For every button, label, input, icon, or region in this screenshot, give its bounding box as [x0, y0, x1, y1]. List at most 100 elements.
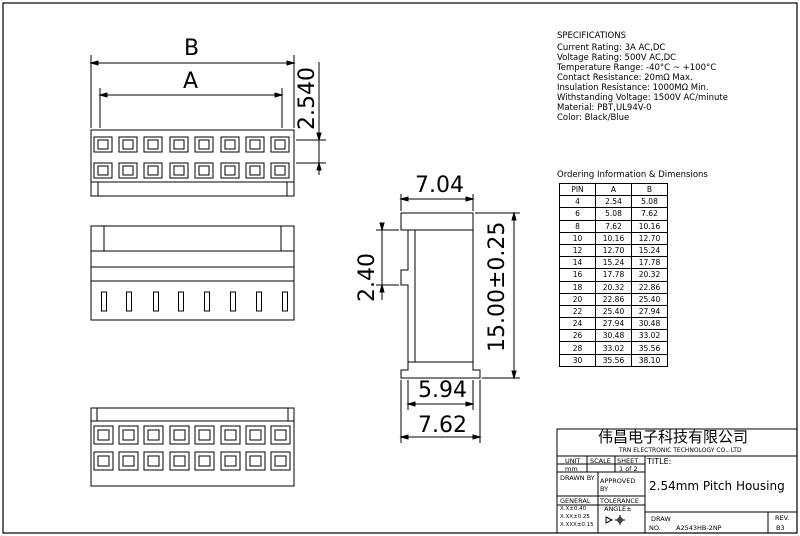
pin-cavity — [245, 425, 266, 445]
pin-contact — [224, 165, 236, 176]
pin-contact — [97, 139, 109, 150]
pin-contact — [122, 139, 134, 150]
drawing-title: 2.54mm Pitch Housing — [649, 479, 785, 493]
tolerance-3: X.XXX±0.15 — [560, 522, 594, 528]
ordering-cell: 5.08 — [595, 207, 632, 221]
ordering-cell: 10.16 — [595, 231, 632, 245]
pin-contact — [198, 165, 210, 176]
ordering-cell: 12.70 — [595, 243, 632, 258]
pin-cavity — [194, 136, 214, 153]
ordering-cell: 20 — [559, 292, 596, 306]
ordering-cell: 27.94 — [631, 304, 668, 319]
rev-value: B3 — [776, 524, 785, 532]
pin-contact — [147, 165, 159, 176]
bottom-view — [90, 407, 295, 487]
pin-contact — [198, 429, 211, 441]
contact-slot — [204, 291, 210, 312]
pin-contact — [224, 455, 237, 467]
pin-contact — [249, 139, 261, 150]
ordering-cell: 30.48 — [595, 329, 632, 343]
ordering-cell: 2.54 — [595, 195, 632, 209]
ordering-cell: 30 — [559, 353, 596, 367]
pin-contact — [173, 455, 186, 467]
pin-contact — [97, 165, 109, 176]
front-view — [90, 225, 295, 321]
tolerance-2: X.XX±0.25 — [560, 514, 590, 520]
dimension-outer-width — [399, 380, 482, 443]
pin-contact — [122, 455, 135, 467]
dim-pitch-label: 2.540 — [295, 67, 320, 130]
spec-line: Withstanding Voltage: 1500V AC/minute — [557, 93, 728, 103]
ordering-cell: 38.10 — [631, 353, 668, 367]
ordering-cell: 7.62 — [595, 219, 632, 233]
pin-cavity — [194, 451, 215, 471]
pin-cavity — [220, 451, 241, 471]
pin-contact — [274, 139, 286, 150]
spec-line: Current Rating: 3A AC,DC — [557, 43, 666, 53]
pin-cavity — [270, 451, 291, 471]
pin-cavity — [118, 162, 138, 179]
pin-contact — [224, 429, 237, 441]
dim-outer-width-label: 7.62 — [418, 413, 467, 438]
pin-cavity — [194, 425, 215, 445]
dim-step-label: 2.40 — [355, 253, 380, 302]
ordering-heading: Ordering Information & Dimensions — [557, 170, 708, 180]
pin-cavity — [169, 162, 189, 179]
contact-slot — [178, 291, 184, 312]
pin-contact — [97, 429, 110, 441]
pin-cavity — [220, 425, 241, 445]
pin-cavity — [169, 451, 190, 471]
ordering-cell: 20.32 — [595, 280, 632, 294]
tolerance-1: X.X±0.40 — [560, 506, 587, 512]
pin-cavity — [93, 425, 114, 445]
pin-cavity — [143, 136, 163, 153]
pin-cavity — [118, 136, 138, 153]
pin-contact — [274, 429, 287, 441]
dimension-step — [376, 222, 399, 300]
pin-contact — [97, 455, 110, 467]
ordering-cell: 12.70 — [631, 231, 668, 245]
ordering-cell: 26 — [559, 329, 596, 343]
ordering-cell: 16 — [559, 268, 596, 282]
title-block-grid — [556, 428, 798, 534]
ordering-cell: 20.32 — [631, 268, 668, 282]
angle-label: ANGLE± — [604, 505, 632, 513]
pin-contact — [173, 429, 186, 441]
ordering-header-cell: PIN — [559, 182, 596, 197]
ordering-cell: 22.86 — [631, 280, 668, 294]
scale-label: SCALE — [590, 457, 611, 465]
dimension-pitch — [296, 62, 326, 175]
pin-contact — [224, 139, 236, 150]
pin-cavity — [270, 162, 290, 179]
pin-contact — [198, 139, 210, 150]
contact-slot — [126, 291, 132, 312]
ordering-cell: 35.56 — [595, 353, 632, 367]
pin-cavity — [245, 136, 265, 153]
pin-cavity — [118, 451, 139, 471]
ordering-cell: 28 — [559, 341, 596, 355]
drawn-by-label: DRAWN BY — [560, 474, 595, 482]
contact-slot — [153, 291, 159, 312]
ordering-cell: 10.16 — [631, 219, 668, 233]
pin-cavity — [93, 451, 114, 471]
company-name-en: TRN ELECTRONIC TECHNOLOGY CO., LTD — [619, 447, 742, 454]
title-label: TITLE: — [647, 457, 672, 466]
pin-contact — [173, 165, 185, 176]
spec-line: Voltage Rating: 500V AC,DC — [557, 53, 677, 63]
pin-cavity — [143, 425, 164, 445]
pin-cavity — [220, 162, 240, 179]
pin-cavity — [143, 162, 163, 179]
pin-cavity — [143, 451, 164, 471]
pin-cavity — [245, 162, 265, 179]
dim-a-label: A — [183, 69, 199, 94]
